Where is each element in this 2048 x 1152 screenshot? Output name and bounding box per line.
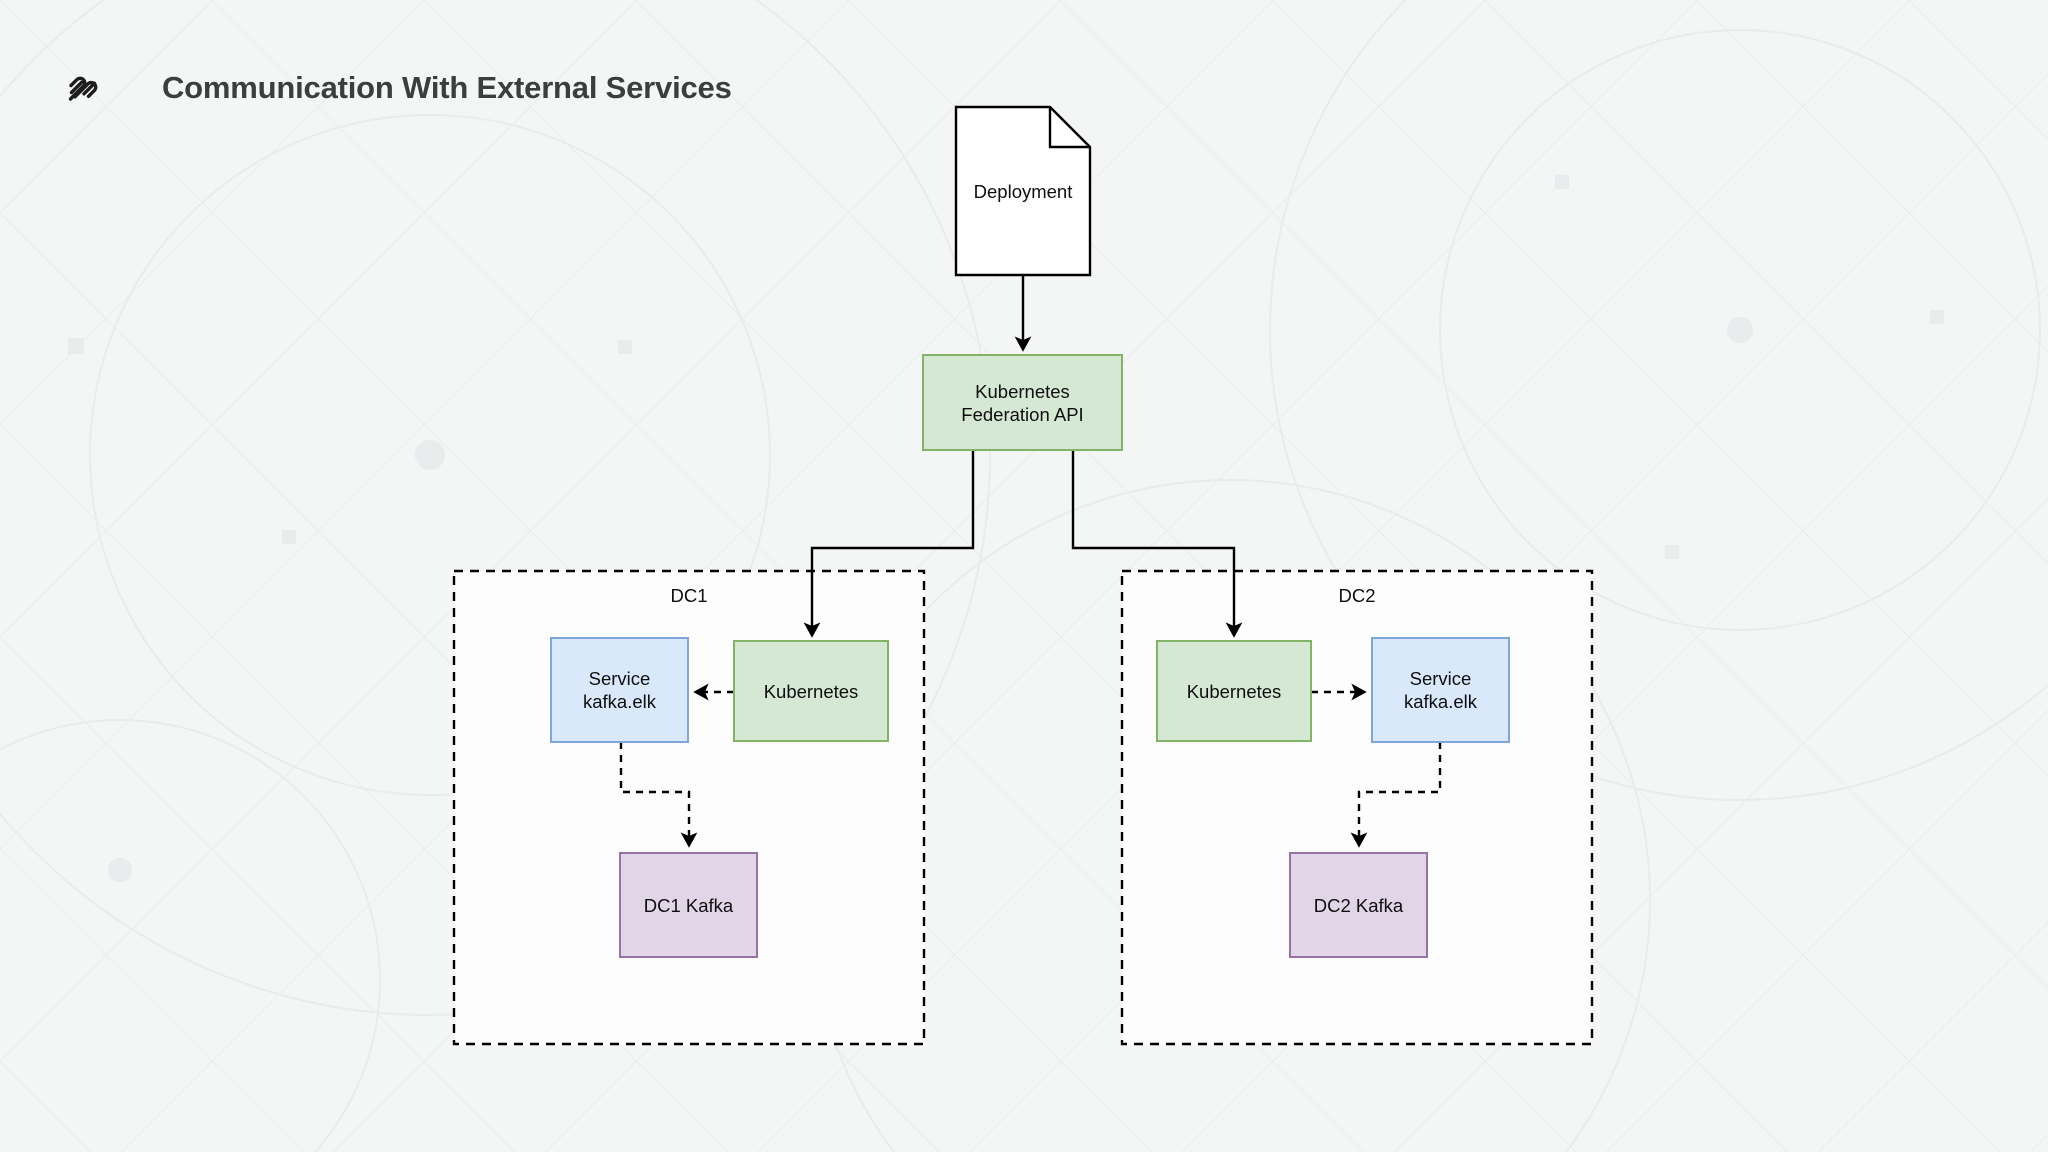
deployment-fold-icon <box>1048 107 1090 149</box>
edge-dc1-service-to-kafka <box>619 742 698 848</box>
page-title: Communication With External Services <box>162 70 732 105</box>
node-deployment-shape[interactable] <box>954 105 1092 277</box>
edge-federation-to-dc1-kubernetes <box>803 450 975 638</box>
node-dc2-service-shape[interactable] <box>1371 637 1510 743</box>
node-federation-api-shape[interactable] <box>922 354 1123 451</box>
node-dc2-kubernetes-shape[interactable] <box>1156 640 1312 742</box>
edge-federation-to-dc2-kubernetes <box>1071 450 1243 638</box>
node-dc2-kafka-shape[interactable] <box>1289 852 1428 958</box>
node-dc1-kubernetes-shape[interactable] <box>733 640 889 742</box>
edge-dc2-service-to-kafka <box>1350 742 1442 848</box>
node-dc1-kafka-shape[interactable] <box>619 852 758 958</box>
node-dc1-service-shape[interactable] <box>550 637 689 743</box>
squarespace-logo-icon <box>68 76 98 101</box>
page-header: Communication With External Services <box>0 0 2048 140</box>
